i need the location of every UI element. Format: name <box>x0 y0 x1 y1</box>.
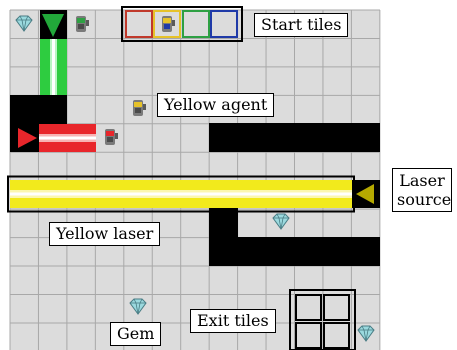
exit-tiles-label: Exit tiles <box>190 309 276 333</box>
start-tiles-label: Start tiles <box>254 13 348 37</box>
yellow-laser <box>8 177 380 212</box>
yellow-agent-label: Yellow agent <box>157 93 274 117</box>
gem-label: Gem <box>110 322 161 346</box>
red-laser <box>10 124 96 152</box>
wall-tile <box>209 123 380 152</box>
wall-tile <box>209 237 380 266</box>
yellow-laser-label: Yellow laser <box>49 222 160 246</box>
laser-source-label: Laser source <box>392 168 452 212</box>
wall-tile <box>10 95 67 124</box>
